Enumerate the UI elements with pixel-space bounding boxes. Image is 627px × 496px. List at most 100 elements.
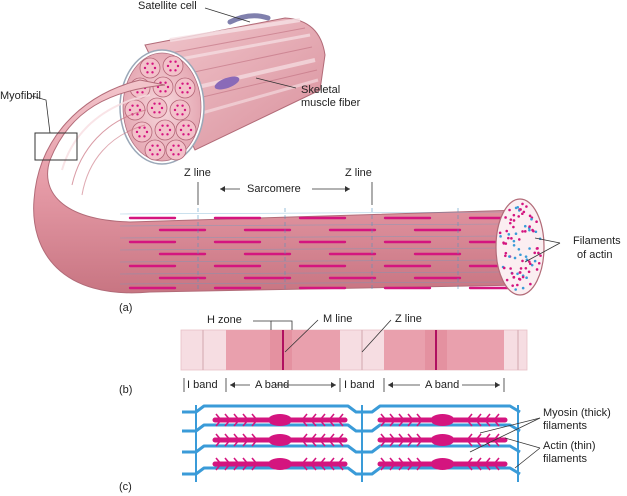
- filament-dot: [138, 135, 140, 137]
- filament-dot: [151, 71, 153, 73]
- filament-dot: [143, 127, 145, 129]
- cross-section-dot: [520, 267, 523, 270]
- filament-dot: [136, 91, 138, 93]
- myosin-bare-zone: [431, 458, 455, 470]
- filament-dot: [156, 145, 158, 147]
- thin-filament: [182, 406, 520, 412]
- myosin-bare-zone: [268, 458, 292, 470]
- cross-section-dot: [519, 208, 522, 211]
- thin-filament: [182, 425, 520, 431]
- cross-section-dot: [535, 220, 538, 223]
- cross-section-dot: [508, 233, 511, 236]
- filament-dot: [181, 105, 183, 107]
- cross-section-dot: [504, 254, 507, 257]
- cross-section-dot: [536, 247, 539, 250]
- filament-dot: [136, 113, 138, 115]
- cross-section-dot: [515, 207, 518, 210]
- cross-section-dot: [524, 225, 527, 228]
- cross-section-dot: [510, 218, 513, 221]
- panel-b-label: (b): [119, 384, 132, 396]
- cross-section-dot: [518, 238, 521, 241]
- myofibril-bundle: [147, 98, 167, 118]
- filament-dot: [161, 133, 163, 135]
- cross-section-dot: [536, 268, 539, 271]
- cross-section-dot: [538, 262, 541, 265]
- panel-c-label: (c): [119, 481, 132, 493]
- cross-section-dot: [525, 267, 528, 270]
- filament-dot: [151, 144, 153, 146]
- filament-dot: [174, 61, 176, 63]
- myofibril-bundle: [153, 77, 173, 97]
- i-band-label-1: I band: [187, 379, 218, 392]
- myosin-bare-zone: [431, 434, 455, 446]
- satellite-cell: [230, 16, 268, 22]
- cross-section-dot: [514, 288, 517, 291]
- cross-section-dot: [499, 235, 502, 238]
- cross-section-dot: [534, 260, 537, 263]
- a-band-label-2: A band: [425, 379, 459, 392]
- filament-dot: [190, 129, 192, 131]
- filament-dot: [177, 153, 179, 155]
- filament-dot: [169, 69, 171, 71]
- filament-dot: [158, 111, 160, 113]
- thin-filament: [182, 468, 520, 474]
- filament-dot: [181, 82, 183, 84]
- filament-dot: [176, 104, 178, 106]
- myosin-bare-zone: [268, 414, 292, 426]
- filament-dot: [144, 67, 146, 69]
- filament-dot: [136, 131, 138, 133]
- filament-dot: [146, 131, 148, 133]
- actin-label-line2: filaments: [543, 453, 587, 466]
- filament-dot: [187, 125, 189, 127]
- cross-section-dot: [513, 219, 516, 222]
- filament-dot: [156, 153, 158, 155]
- thin-filament: [182, 446, 520, 452]
- sarcomere-label: Sarcomere: [247, 183, 301, 196]
- myofibril-label: Myofibril: [0, 90, 41, 103]
- myosin-bare-zone: [268, 434, 292, 446]
- cross-section-dot: [518, 248, 521, 251]
- cross-section-dot: [529, 262, 532, 265]
- filament-dot: [143, 135, 145, 137]
- cross-section-dot: [508, 255, 511, 258]
- z-line-left-label: Z line: [184, 167, 211, 180]
- filament-dot: [182, 124, 184, 126]
- cross-section-dot: [522, 287, 525, 290]
- h-zone-region: [270, 330, 292, 370]
- filament-dot: [159, 129, 161, 131]
- filament-dot: [159, 149, 161, 151]
- skeletal-label-line1: Skeletal: [301, 84, 340, 97]
- myofibril-bundle: [125, 100, 145, 120]
- cross-section-dot: [507, 237, 510, 240]
- filament-dot: [164, 82, 166, 84]
- cross-section-dot: [524, 230, 527, 233]
- cross-section-dot: [533, 252, 536, 255]
- cross-section-dot: [513, 240, 516, 243]
- z-line-right-label: Z line: [345, 167, 372, 180]
- cross-section-dot: [529, 283, 532, 286]
- cross-section-dot: [525, 205, 528, 208]
- cross-section-dot: [505, 252, 508, 255]
- cross-section-dot: [521, 260, 524, 263]
- myofibril-bundle: [132, 122, 152, 142]
- filament-dot: [169, 60, 171, 62]
- cross-section-dot: [515, 232, 518, 235]
- filaments-label-line2: of actin: [577, 249, 612, 262]
- cross-section-dot: [506, 279, 509, 282]
- myofibril-bundle: [170, 100, 190, 120]
- cross-section-dot: [528, 247, 531, 250]
- filament-dot: [161, 124, 163, 126]
- cross-section-dot: [525, 276, 528, 279]
- cross-section-dot: [531, 229, 534, 232]
- cross-section-dot: [528, 225, 531, 228]
- filament-dot: [180, 129, 182, 131]
- cross-section-dot: [530, 218, 533, 221]
- actin-label-line1: Actin (thin): [543, 440, 596, 453]
- myosin-label-line1: Myosin (thick): [543, 407, 611, 420]
- filament-dot: [174, 69, 176, 71]
- cross-section-dot: [504, 216, 507, 219]
- filament-dot: [177, 145, 179, 147]
- filament-dot: [151, 63, 153, 65]
- cross-section-dot: [509, 222, 512, 225]
- filament-dot: [181, 113, 183, 115]
